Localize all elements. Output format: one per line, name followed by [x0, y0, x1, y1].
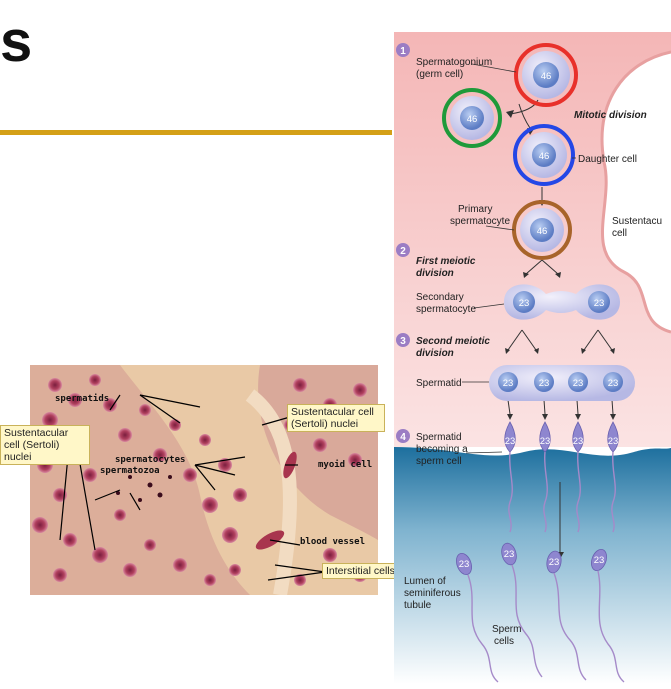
callout-sertoli-left: Sustentacular cell (Sertoli) nuclei: [0, 425, 90, 465]
title-divider: [0, 130, 392, 135]
chromosome-count-becoming-4: 23: [608, 436, 619, 447]
label-secondary: Secondary: [416, 292, 464, 303]
label-germ-cell: (germ cell): [416, 69, 463, 80]
diagram-svg: 1 2 3 4: [394, 32, 671, 684]
chromosome-count-spermatid-1: 23: [503, 378, 514, 389]
label-blood-vessel: blood vessel: [300, 537, 366, 547]
step-3-marker: 3: [400, 336, 406, 347]
label-primary: Primary: [458, 204, 492, 215]
label-second-division: division: [416, 348, 454, 359]
chromosome-count-secondary-2: 23: [594, 298, 605, 309]
label-first-meiotic: First meiotic: [416, 256, 476, 267]
label-lumen-of: Lumen of: [404, 576, 446, 587]
label-sustentacular: Sustentacu: [612, 216, 662, 227]
chromosome-count-primary: 46: [537, 226, 548, 237]
chromosome-count-spermatid-2: 23: [539, 378, 550, 389]
callout-interstitial: Interstitial cells: [322, 563, 399, 579]
chromosome-count-daughter: 46: [539, 151, 550, 162]
label-sperm: Sperm: [492, 624, 521, 635]
label-spermatozoa: spermatozoa: [100, 466, 160, 476]
label-spermatocyte-primary: spermatocyte: [450, 216, 510, 227]
slide-title-fragment: s: [0, 9, 33, 74]
label-spermatocyte-secondary: spermatocyte: [416, 304, 476, 315]
spermatogonium-ring: [514, 43, 578, 107]
chromosome-count-spermatid-4: 23: [608, 378, 619, 389]
label-spermatid: Spermatid: [416, 378, 462, 389]
label-spermatocytes: spermatocytes: [115, 455, 186, 465]
label-daughter-cell: Daughter cell: [578, 154, 637, 165]
label-sustentacular-cell: cell: [612, 228, 627, 239]
label-mitotic-division: Mitotic division: [574, 110, 647, 121]
chromosome-count-becoming-2: 23: [540, 436, 551, 447]
chromosome-count-sperm-2: 23: [504, 549, 515, 560]
label-myoid-cell: myoid cell: [318, 460, 373, 470]
chromosome-count-sperm-1: 23: [459, 559, 470, 570]
chromosome-count-green: 46: [467, 114, 478, 125]
spermatogenesis-diagram: 1 2 3 4: [394, 32, 671, 684]
label-second-meiotic: Second meiotic: [416, 336, 490, 347]
chromosome-count-secondary-1: 23: [519, 298, 530, 309]
label-seminiferous: seminiferous: [404, 588, 461, 599]
step-1-marker: 1: [400, 46, 406, 57]
label-cells: cells: [494, 636, 514, 647]
chromosome-count-becoming-1: 23: [505, 436, 516, 447]
label-sperm-cell: sperm cell: [416, 456, 462, 467]
chromosome-count-becoming-3: 23: [573, 436, 584, 447]
label-spermatid-becoming: Spermatid: [416, 432, 462, 443]
label-spermatids: spermatids: [55, 394, 110, 404]
step-4-marker: 4: [400, 432, 406, 443]
step-2-marker: 2: [400, 246, 406, 257]
label-tubule: tubule: [404, 600, 432, 611]
chromosome-count-sperm-3: 23: [549, 557, 560, 568]
callout-sertoli-right: Sustentacular cell (Sertoli) nuclei: [287, 404, 385, 432]
label-spermatogonium: Spermatogonium: [416, 57, 492, 68]
chromosome-count-spermatid-3: 23: [573, 378, 584, 389]
chromosome-count-sperm-4: 23: [594, 555, 605, 566]
chromosome-count-spermatogonium: 46: [541, 71, 552, 82]
green-cell-ring: [442, 88, 502, 148]
label-becoming-a: becoming a: [416, 444, 468, 455]
daughter-cell-ring: [513, 124, 575, 186]
label-first-division: division: [416, 268, 454, 279]
